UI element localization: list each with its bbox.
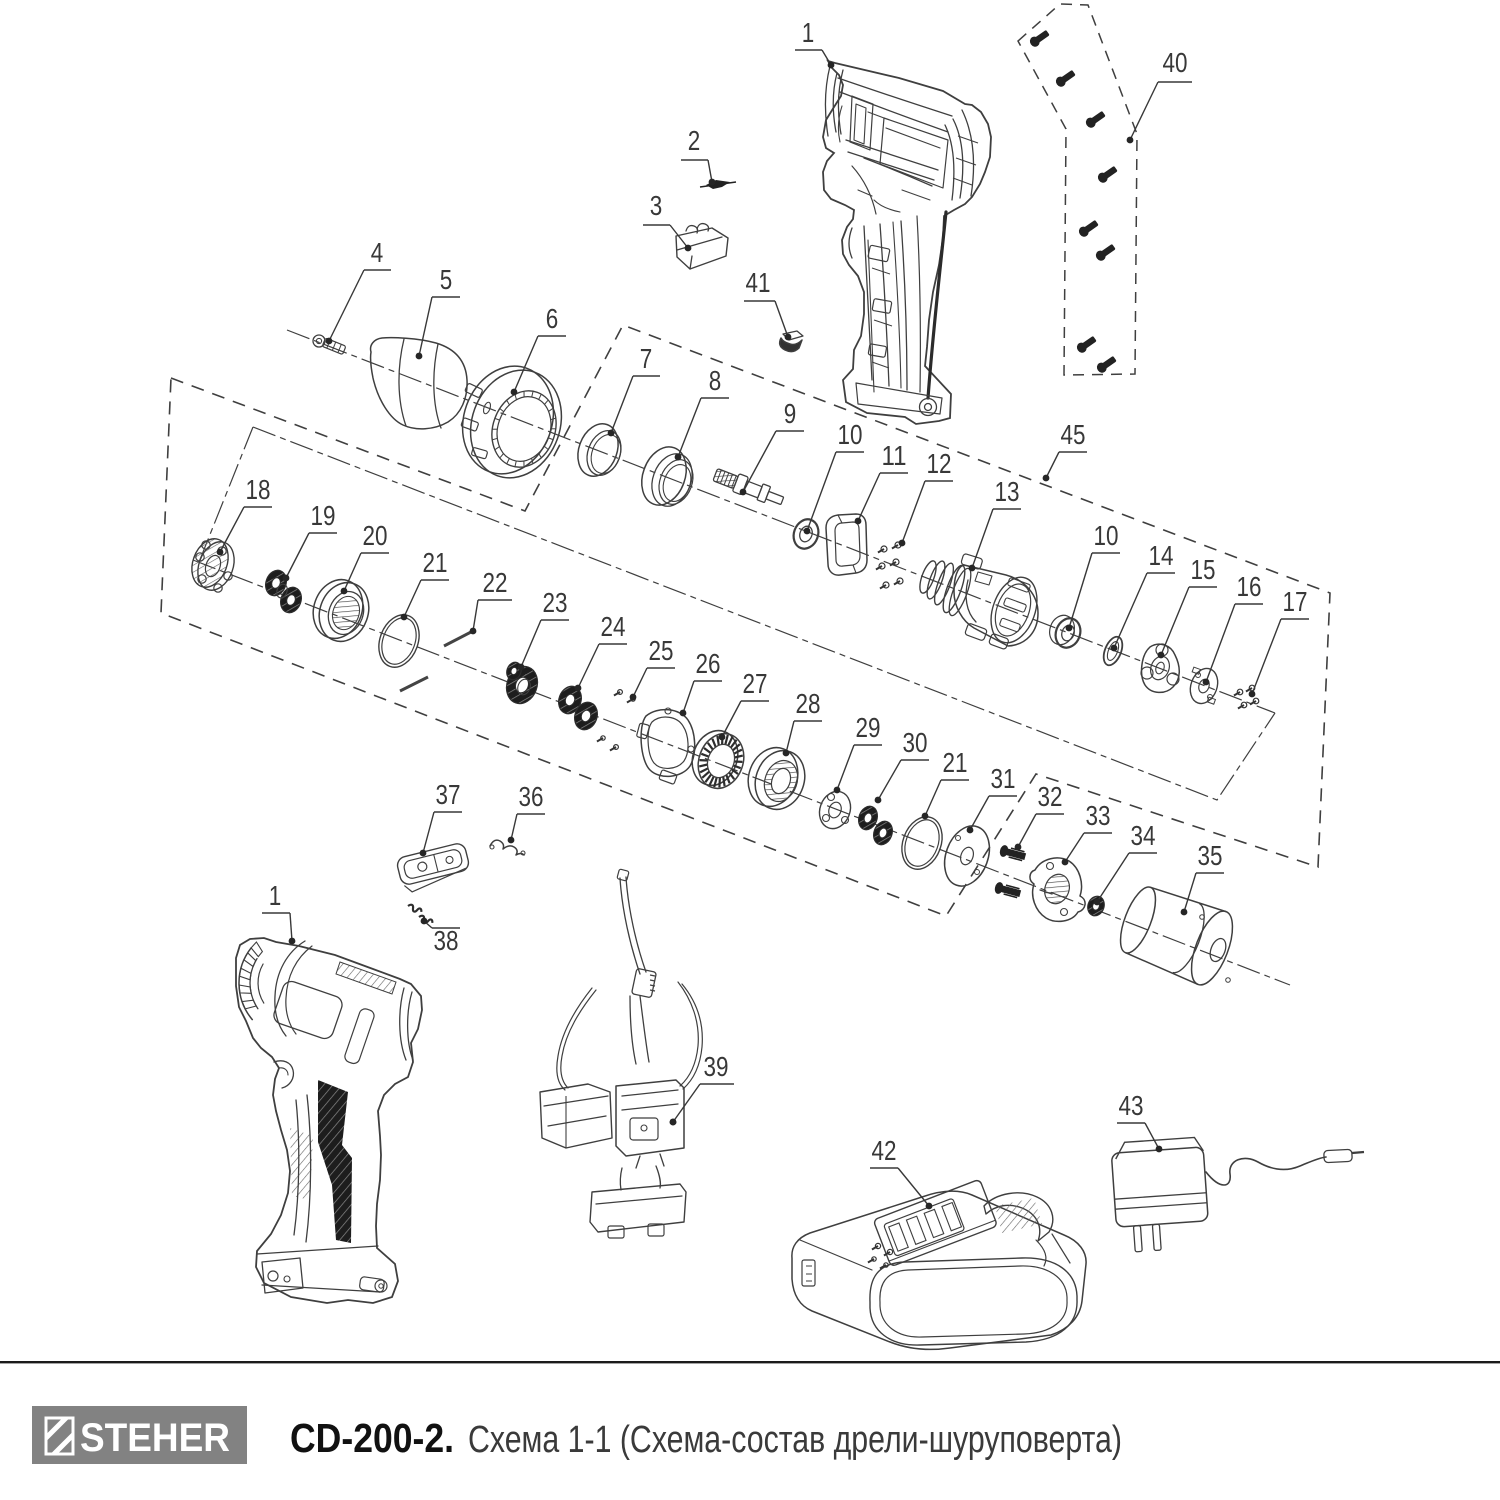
svg-text:40: 40 [1163,47,1188,78]
svg-text:9: 9 [784,398,797,429]
svg-text:11: 11 [882,440,907,471]
svg-text:14: 14 [1149,540,1174,571]
svg-text:36: 36 [519,781,544,812]
svg-text:38: 38 [434,925,459,956]
svg-text:26: 26 [696,648,721,679]
svg-text:15: 15 [1191,554,1216,585]
svg-text:23: 23 [543,587,568,618]
svg-text:1: 1 [269,880,282,911]
svg-text:8: 8 [709,365,722,396]
svg-text:22: 22 [483,567,508,598]
svg-text:21: 21 [943,747,968,778]
svg-text:6: 6 [546,303,559,334]
svg-text:STEHER: STEHER [80,1416,230,1460]
svg-text:27: 27 [743,668,768,699]
svg-text:31: 31 [991,763,1016,794]
svg-text:3: 3 [650,190,663,221]
svg-text:24: 24 [601,611,626,642]
svg-text:17: 17 [1283,586,1308,617]
svg-text:12: 12 [927,448,952,479]
svg-text:1: 1 [802,17,815,48]
svg-text:19: 19 [311,500,336,531]
svg-text:34: 34 [1131,820,1156,851]
svg-text:4: 4 [371,237,384,268]
svg-text:45: 45 [1061,419,1086,450]
svg-text:10: 10 [1094,520,1119,551]
svg-text:35: 35 [1198,840,1223,871]
svg-text:42: 42 [872,1135,897,1166]
svg-text:Схема 1-1 (Схема-состав дрели-: Схема 1-1 (Схема-состав дрели-шуруповерт… [468,1419,1122,1461]
svg-text:21: 21 [423,547,448,578]
svg-text:37: 37 [436,779,461,810]
svg-text:16: 16 [1237,571,1262,602]
svg-text:13: 13 [995,476,1020,507]
svg-text:30: 30 [903,727,928,758]
svg-text:20: 20 [363,520,388,551]
svg-text:33: 33 [1086,800,1111,831]
svg-text:29: 29 [856,712,881,743]
svg-text:2: 2 [688,125,701,156]
svg-text:5: 5 [440,264,453,295]
svg-text:41: 41 [746,267,771,298]
svg-text:39: 39 [704,1051,729,1082]
svg-text:43: 43 [1119,1090,1144,1121]
svg-text:7: 7 [640,343,653,374]
svg-text:18: 18 [246,474,271,505]
svg-text:32: 32 [1038,781,1063,812]
svg-text:25: 25 [649,635,674,666]
svg-text:28: 28 [796,688,821,719]
svg-text:10: 10 [838,419,863,450]
svg-text:CD-200-2.: CD-200-2. [290,1415,454,1461]
